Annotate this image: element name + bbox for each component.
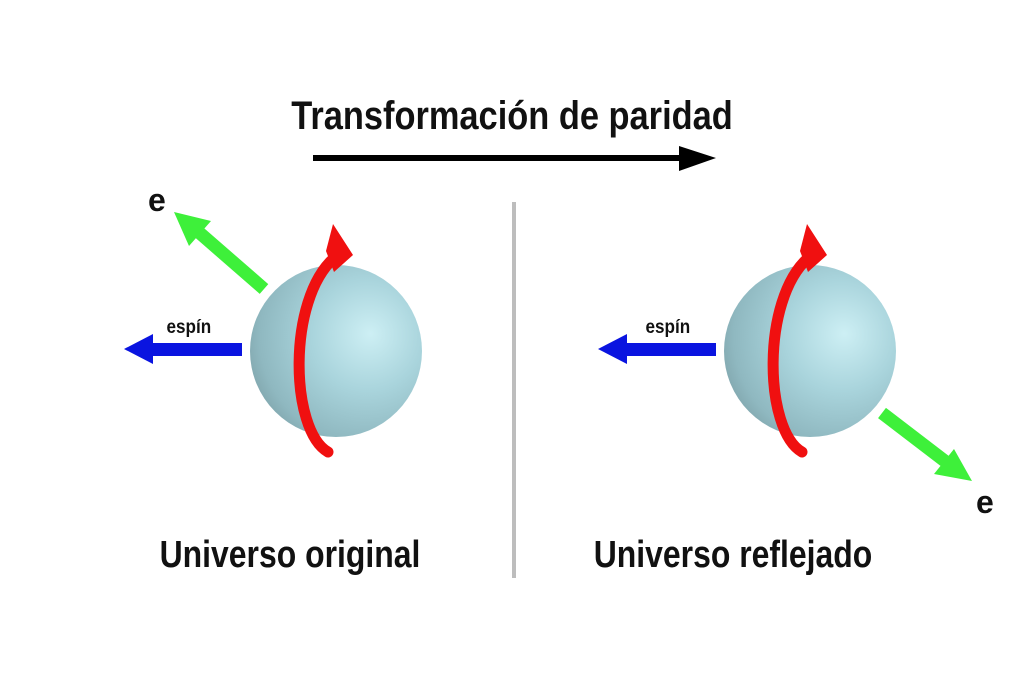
electron-arrow-left — [174, 212, 269, 294]
rotation-arrow-right — [767, 224, 827, 458]
left-particle — [124, 212, 422, 458]
particle-sphere-right — [724, 265, 896, 437]
right-panel-title: Universo reflejado — [593, 534, 873, 576]
spin-label-right: espín — [645, 317, 691, 338]
particle-sphere-left — [250, 265, 422, 437]
left-panel-title: Universo original — [159, 534, 421, 576]
spin-label-left: espín — [166, 317, 212, 338]
spin-arrow-right — [598, 334, 716, 364]
rotation-arrow-left — [293, 224, 353, 458]
electron-label-left: e — [148, 182, 166, 218]
diagram-title: Transformación de paridad — [291, 94, 733, 138]
spin-arrow-left — [124, 334, 242, 364]
right-particle — [598, 224, 972, 481]
divider — [512, 202, 516, 578]
electron-label-right: e — [976, 484, 994, 520]
electron-arrow-right — [878, 407, 972, 481]
transform-arrow — [313, 146, 716, 171]
